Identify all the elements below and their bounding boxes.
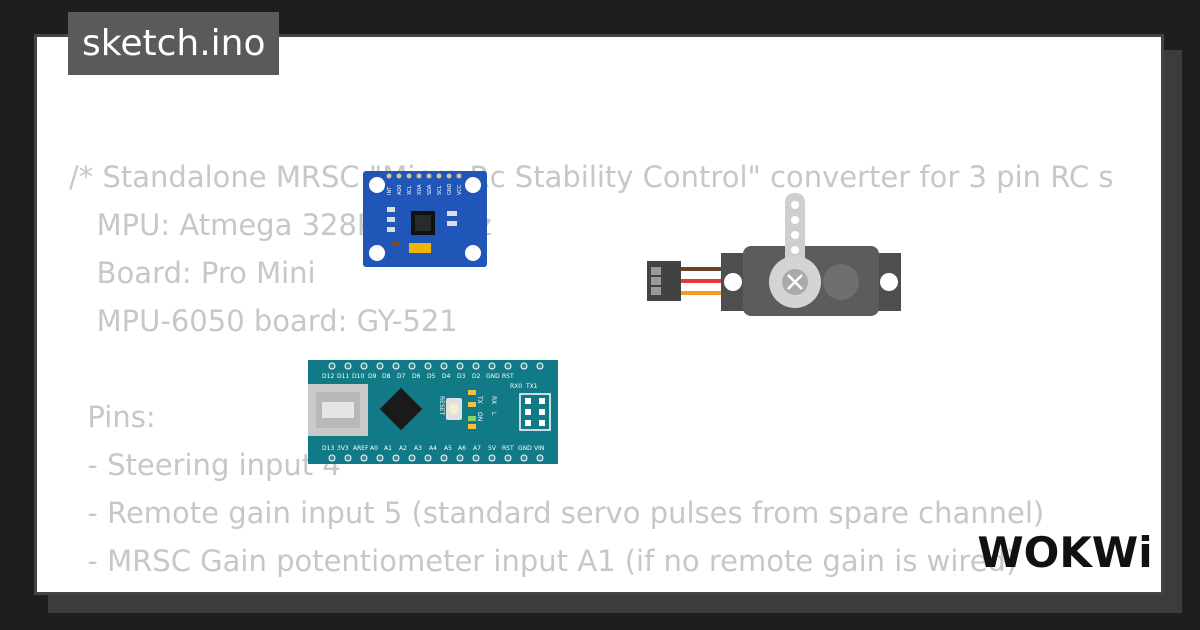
mpu6050-board[interactable]: INT AD0 XCL XDA SDA SCL GND VCC (363, 171, 487, 267)
code-line: - Remote gain input 5 (standard servo pu… (69, 496, 1045, 530)
arduino-nano-board[interactable]: D12 D11 D10 D9 D8 D7 D6 D5 D4 D3 D2 GND … (308, 360, 558, 464)
nano-pin-label: A2 (399, 445, 407, 452)
led-label: TX (476, 395, 483, 404)
nano-pin-label: A3 (414, 445, 422, 452)
nano-pin-label: D5 (427, 373, 436, 380)
nano-pin-label: A7 (473, 445, 481, 452)
nano-pin-label: TX1 (525, 383, 538, 390)
nano-pin-label: D13 (322, 445, 334, 452)
nano-pin-label: VIN (534, 445, 544, 452)
nano-pin-label: 5V (488, 445, 497, 452)
code-line: Board: Pro Mini (69, 256, 316, 290)
preview-card: /* Standalone MRSC "Micro Rc Stability C… (34, 34, 1164, 595)
nano-pin-label: A6 (458, 445, 466, 452)
nano-pin-label: D3 (457, 373, 466, 380)
servo-motor[interactable] (645, 193, 905, 319)
nano-pin-label: D6 (412, 373, 421, 380)
nano-pin-label: A5 (444, 445, 452, 452)
code-line: - MRSC Gain potentiometer input A1 (if n… (69, 544, 1018, 578)
mpu-pin-label: INT (387, 186, 393, 195)
nano-pin-label: D4 (442, 373, 451, 380)
led-label: L (490, 412, 497, 416)
nano-pin-label: RX0 (510, 383, 522, 390)
nano-pin-label: GND (518, 445, 532, 452)
nano-pin-label: A4 (429, 445, 437, 452)
code-line (69, 345, 1139, 393)
nano-pin-label: D9 (368, 373, 377, 380)
nano-pin-label: A0 (370, 445, 378, 452)
mpu-pin-label: GND (447, 183, 453, 195)
led-label: ON (476, 412, 483, 421)
mpu-pin-label: SCL (437, 185, 443, 195)
nano-pin-label: GND (486, 373, 500, 380)
sketch-filename-badge: sketch.ino (68, 12, 280, 75)
led-label: RX (490, 396, 497, 404)
nano-pin-label: AREF (353, 445, 369, 452)
code-line: /* Standalone MRSC "Micro Rc Stability C… (69, 160, 1114, 194)
wokwi-logo: WOKWi (977, 528, 1152, 577)
code-line: - Steering input 4 (69, 448, 341, 482)
nano-pin-label: D12 (322, 373, 334, 380)
nano-pin-label: D11 (337, 373, 349, 380)
code-line: MPU-6050 board: GY-521 (69, 304, 458, 338)
mpu-pin-label: SDA (427, 184, 433, 195)
nano-pin-label: D2 (472, 373, 481, 380)
nano-pin-label: A1 (384, 445, 392, 452)
code-line: MPU: Atmega 328P, 16MHz (69, 208, 492, 242)
nano-pin-label: RST (502, 373, 514, 380)
nano-pin-label: 3V3 (337, 445, 349, 452)
reset-label: RESET (438, 396, 445, 416)
mpu-pin-label: XDA (417, 184, 423, 195)
wokwi-logo-text: WOKWi (977, 528, 1152, 577)
mpu-pin-label: AD0 (397, 185, 403, 195)
mpu-pin-label: VCC (457, 184, 463, 195)
mpu-pin-label: XCL (407, 185, 413, 195)
code-line: Pins: (69, 400, 156, 434)
nano-pin-label: RST (502, 445, 514, 452)
nano-pin-label: D7 (397, 373, 406, 380)
nano-pin-label: D8 (382, 373, 391, 380)
nano-pin-label: D10 (352, 373, 364, 380)
code-line: - MRSC direction inversion switch 12 (69, 585, 1139, 592)
